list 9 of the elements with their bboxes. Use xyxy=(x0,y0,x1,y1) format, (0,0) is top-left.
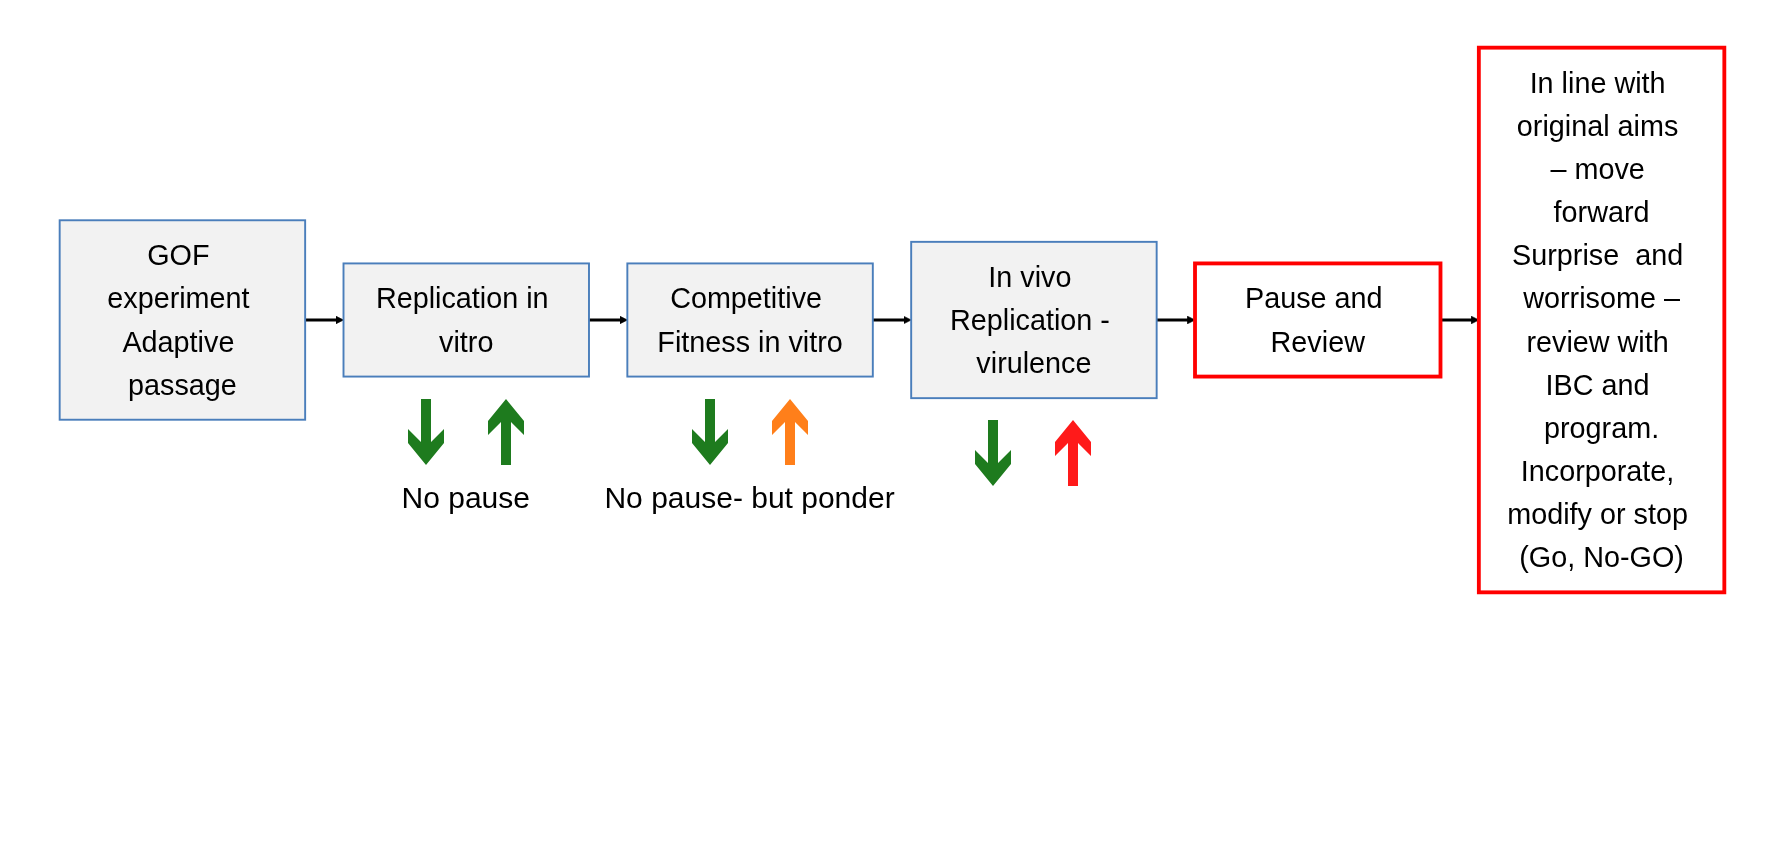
note-text: No pause- but ponder xyxy=(604,480,895,515)
arrow xyxy=(304,315,344,325)
note-text: No pause xyxy=(401,480,530,515)
node-box: Pause and Review xyxy=(1192,261,1442,379)
node-box: In line with original aims – move forward Surprise and worrisome – review with IBC and program. Incorporate, modify or stop (Go, No-GO) xyxy=(1476,45,1726,595)
node-box: GOF experiment Adaptive passage xyxy=(58,219,306,421)
node-box: Competitive Fitness in vitro xyxy=(625,262,874,378)
node-box: Replication in vitro xyxy=(342,262,590,378)
node-box: In vivo Replication - virulence xyxy=(909,240,1158,400)
